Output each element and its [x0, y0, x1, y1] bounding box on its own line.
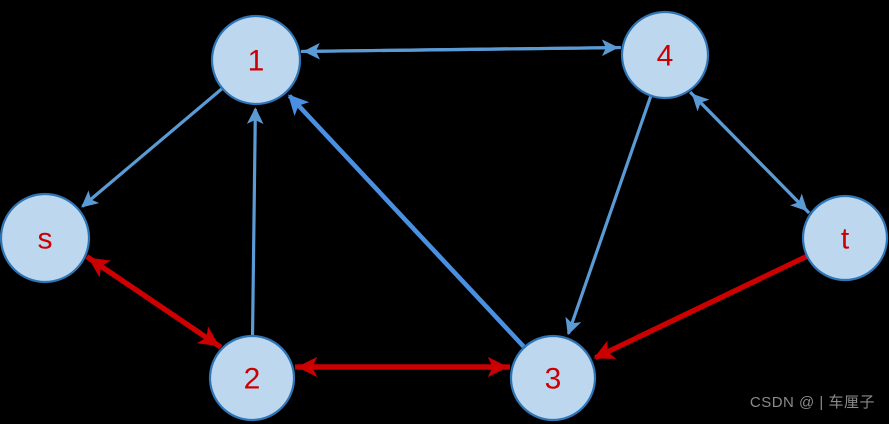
edge-4-to-3 — [565, 96, 653, 336]
node-circle-3[interactable] — [509, 334, 597, 422]
edge-1-to-s — [81, 87, 223, 208]
node-2[interactable]: 2 — [208, 334, 296, 422]
node-s[interactable]: s — [0, 192, 91, 284]
node-label-s: s — [38, 223, 53, 256]
edge-t-to-3 — [593, 254, 808, 361]
node-circle-t[interactable] — [801, 194, 889, 282]
node-circle-2[interactable] — [208, 334, 296, 422]
node-label-2: 2 — [244, 363, 261, 396]
node-label-3: 3 — [545, 363, 562, 396]
node-layer: s 1 2 3 4 t — [0, 10, 889, 422]
node-label-t: t — [841, 223, 850, 256]
node-circle-s[interactable] — [0, 192, 91, 284]
node-t[interactable]: t — [801, 194, 889, 282]
edge-layer — [81, 39, 811, 378]
node-label-1: 1 — [248, 45, 265, 78]
node-4[interactable]: 4 — [620, 10, 710, 100]
csdn-watermark: CSDN @ | 车厘子 — [749, 394, 875, 411]
node-label-4: 4 — [657, 40, 674, 73]
node-1[interactable]: 1 — [210, 14, 302, 106]
node-circle-1[interactable] — [210, 14, 302, 106]
node-circle-4[interactable] — [620, 10, 710, 100]
edge-4-to-1 — [303, 42, 621, 60]
node-3[interactable]: 3 — [509, 334, 597, 422]
edge-2-to-1 — [246, 107, 264, 336]
edge-t-to-4 — [691, 93, 811, 215]
edge-2-to-s — [88, 256, 223, 350]
edge-3-to-1 — [287, 94, 526, 349]
